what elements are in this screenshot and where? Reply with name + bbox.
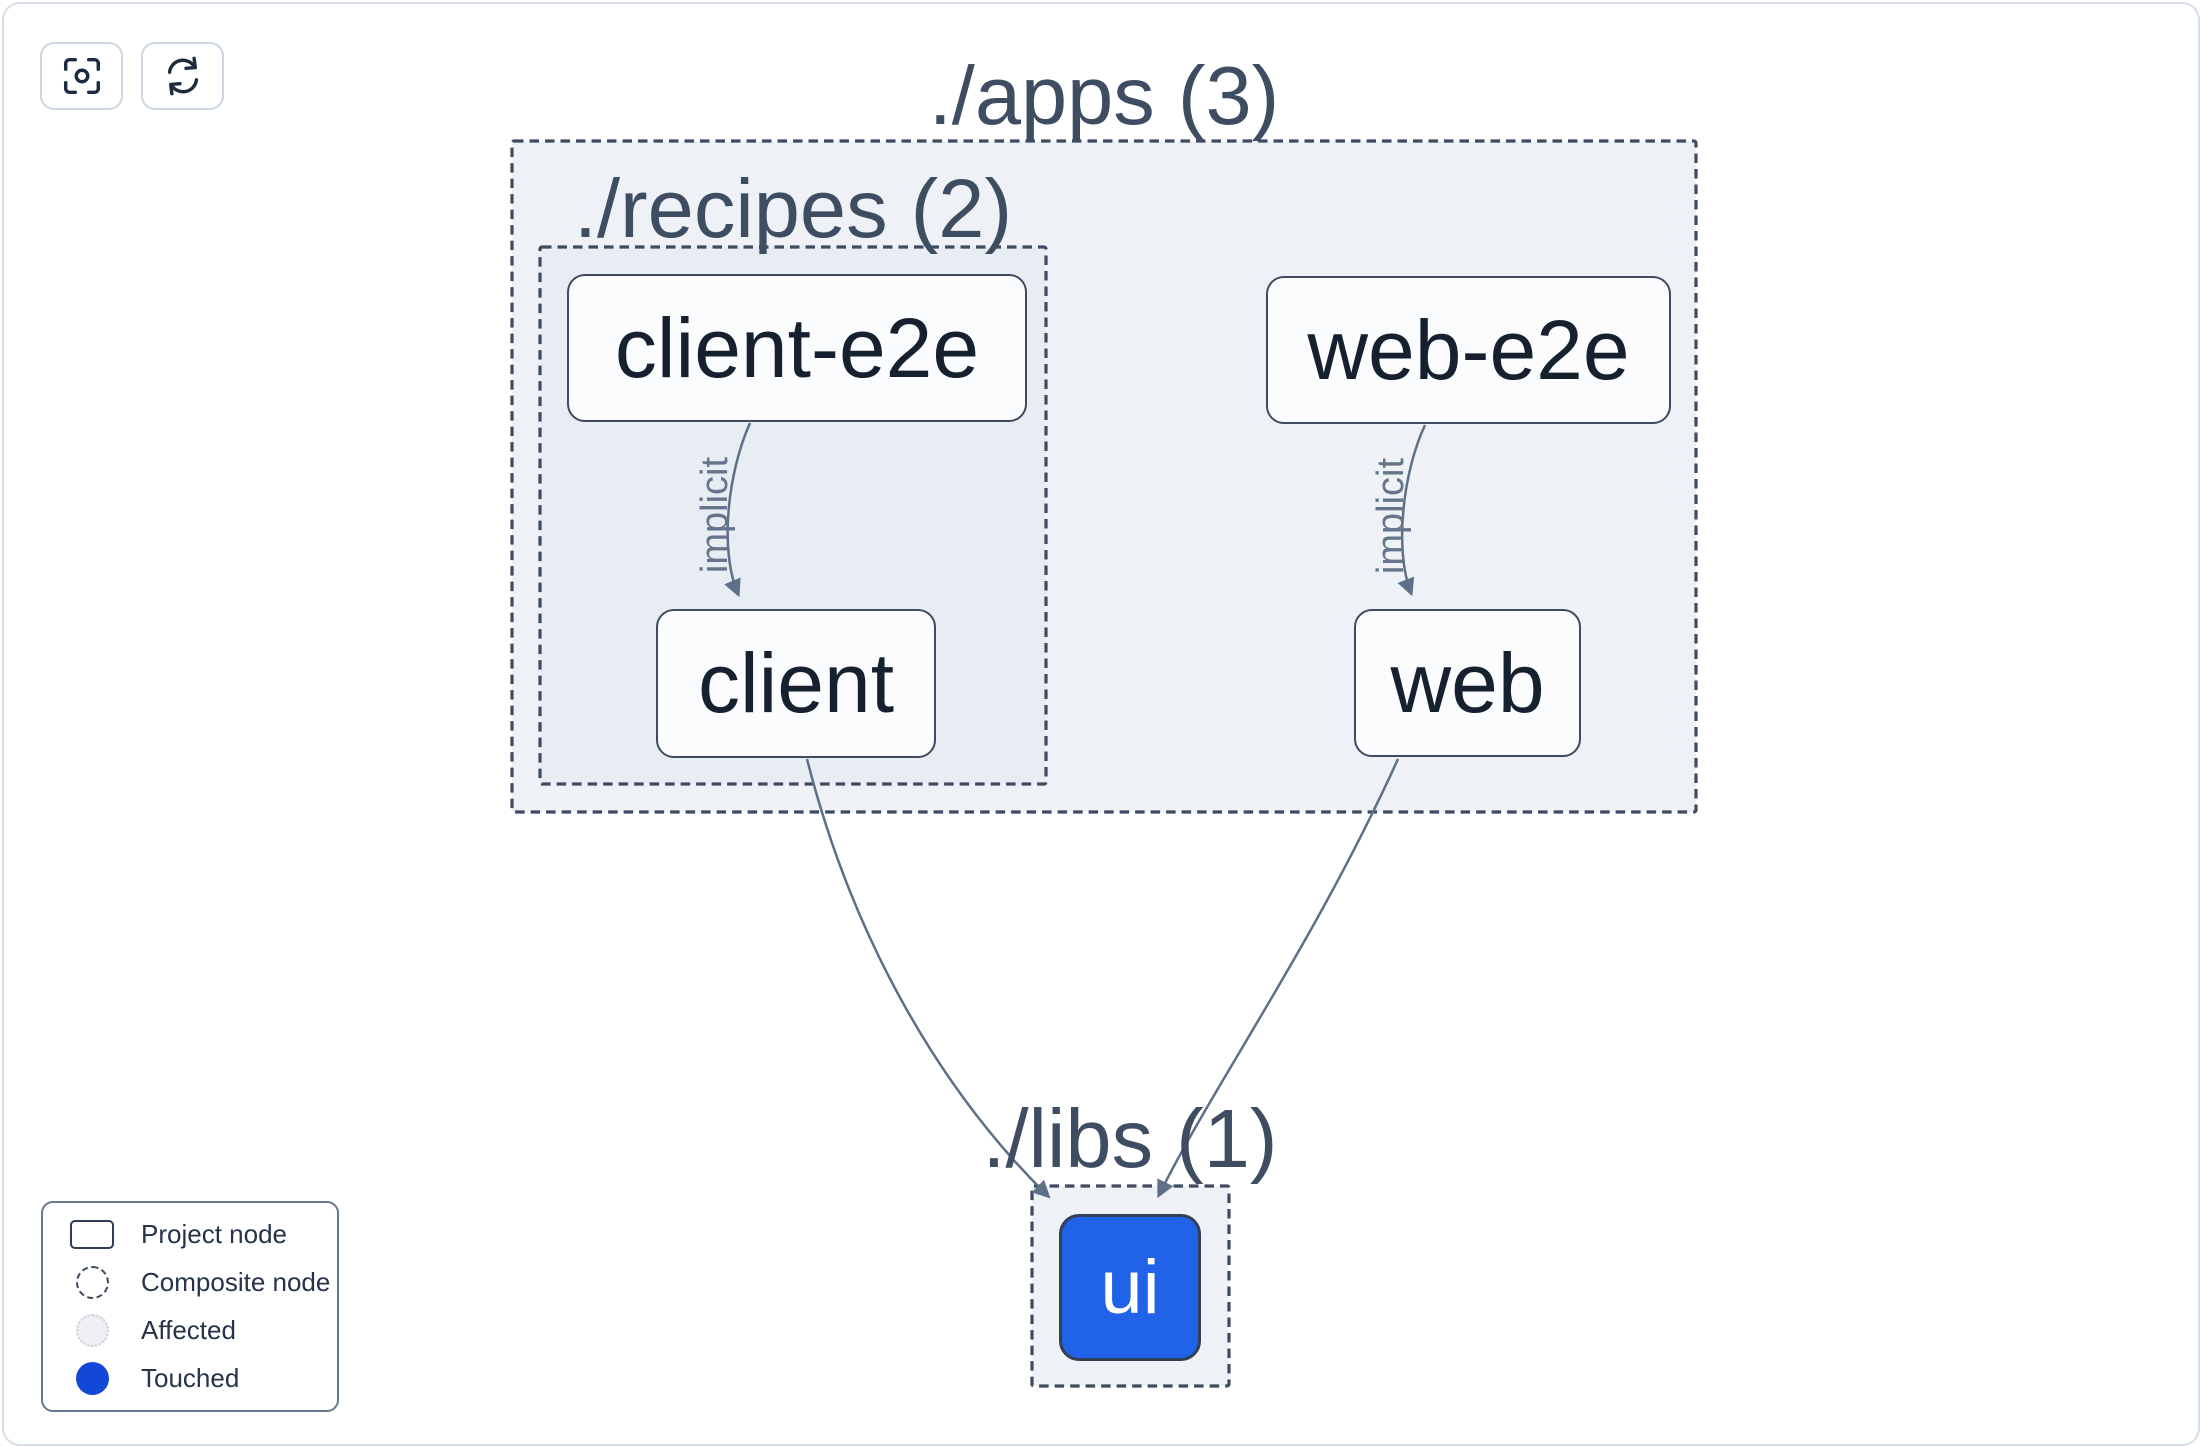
edge-client-to-ui (805, 758, 1051, 1199)
project-node-ui-touched[interactable]: ui (1059, 1214, 1201, 1361)
project-node-web[interactable]: web (1354, 609, 1581, 757)
legend-item-affected: Affected (69, 1312, 337, 1350)
graph-toolbar (40, 42, 224, 110)
refresh-button[interactable] (141, 42, 224, 110)
affected-swatch-icon (75, 1314, 109, 1347)
project-node-client-e2e[interactable]: client-e2e (567, 274, 1027, 422)
refresh-cycle-icon (167, 56, 198, 96)
legend-label: Affected (141, 1315, 236, 1345)
composite-title-libs[interactable]: ./libs (1) (982, 1092, 1278, 1185)
legend-panel: Project node Composite node Affected Tou… (41, 1201, 339, 1412)
composite-node-swatch-icon (75, 1266, 109, 1299)
edge-web-to-ui (1157, 758, 1400, 1199)
edge-label-implicit-right: implicit (1370, 458, 1412, 575)
composite-title-recipes[interactable]: ./recipes (2) (573, 162, 1013, 255)
project-node-web-e2e[interactable]: web-e2e (1266, 276, 1671, 424)
legend-label: Composite node (141, 1267, 331, 1297)
legend-item-composite-node: Composite node (69, 1264, 337, 1302)
legend-label: Touched (141, 1363, 240, 1393)
crosshair-focus-icon (63, 57, 100, 95)
edge-web-e2e-to-web (1397, 424, 1427, 597)
project-node-client[interactable]: client (656, 609, 936, 758)
center-graph-button[interactable] (40, 42, 123, 110)
edge-label-implicit-left: implicit (694, 457, 736, 574)
touched-swatch-icon (75, 1362, 109, 1395)
project-node-swatch-icon (70, 1220, 114, 1249)
legend-item-touched: Touched (69, 1360, 337, 1398)
edge-client-e2e-to-client (724, 422, 752, 598)
legend-item-project-node: Project node (69, 1216, 337, 1254)
composite-title-apps[interactable]: ./apps (3) (928, 49, 1280, 142)
legend-label: Project node (141, 1219, 287, 1249)
